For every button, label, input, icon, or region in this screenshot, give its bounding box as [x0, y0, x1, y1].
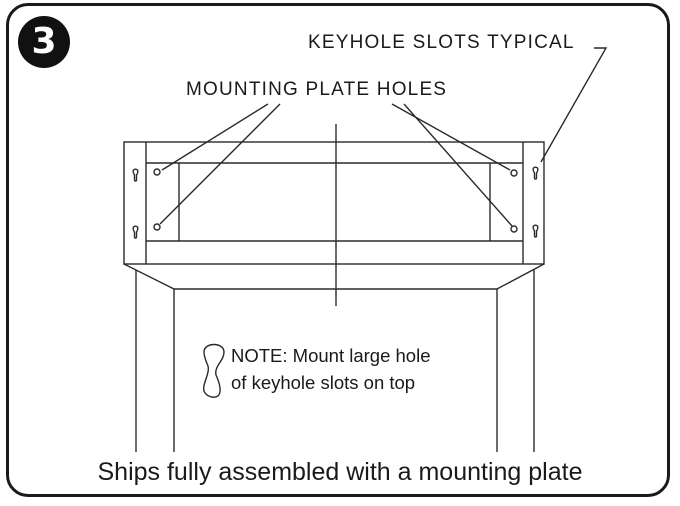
base-left-bevel: [123, 263, 175, 290]
note-line-2: of keyhole slots on top: [231, 372, 416, 393]
diagram-frame: [6, 3, 670, 497]
mounting-hole: [510, 225, 518, 233]
leader-line: [391, 103, 511, 171]
caption: Ships fully assembled with a mounting pl…: [97, 458, 583, 486]
mounting-hole: [510, 169, 518, 177]
leader-line: [159, 103, 281, 225]
mounting-plate-outline: [123, 141, 545, 265]
mounting-plate-holes-callout: MOUNTING PLATE HOLES: [186, 79, 448, 100]
mounting-hole: [153, 168, 161, 176]
keyhole-slot-icon: [132, 225, 139, 239]
keyhole-slot-icon: [532, 166, 539, 180]
base-right-bevel: [496, 263, 545, 290]
leader-line: [161, 103, 269, 171]
mounting-hole: [153, 223, 161, 231]
step-number-badge: 3: [18, 16, 70, 68]
keyhole-slot-icon: [532, 224, 539, 238]
keyhole-slot-icon: [132, 168, 139, 182]
leader-line: [540, 47, 608, 163]
note-line-1: NOTE: Mount large hole: [231, 345, 431, 366]
leader-line: [403, 103, 513, 227]
keyhole-slots-callout: KEYHOLE SLOTS TYPICAL: [308, 32, 575, 53]
keyhole-note-icon: [202, 343, 225, 398]
